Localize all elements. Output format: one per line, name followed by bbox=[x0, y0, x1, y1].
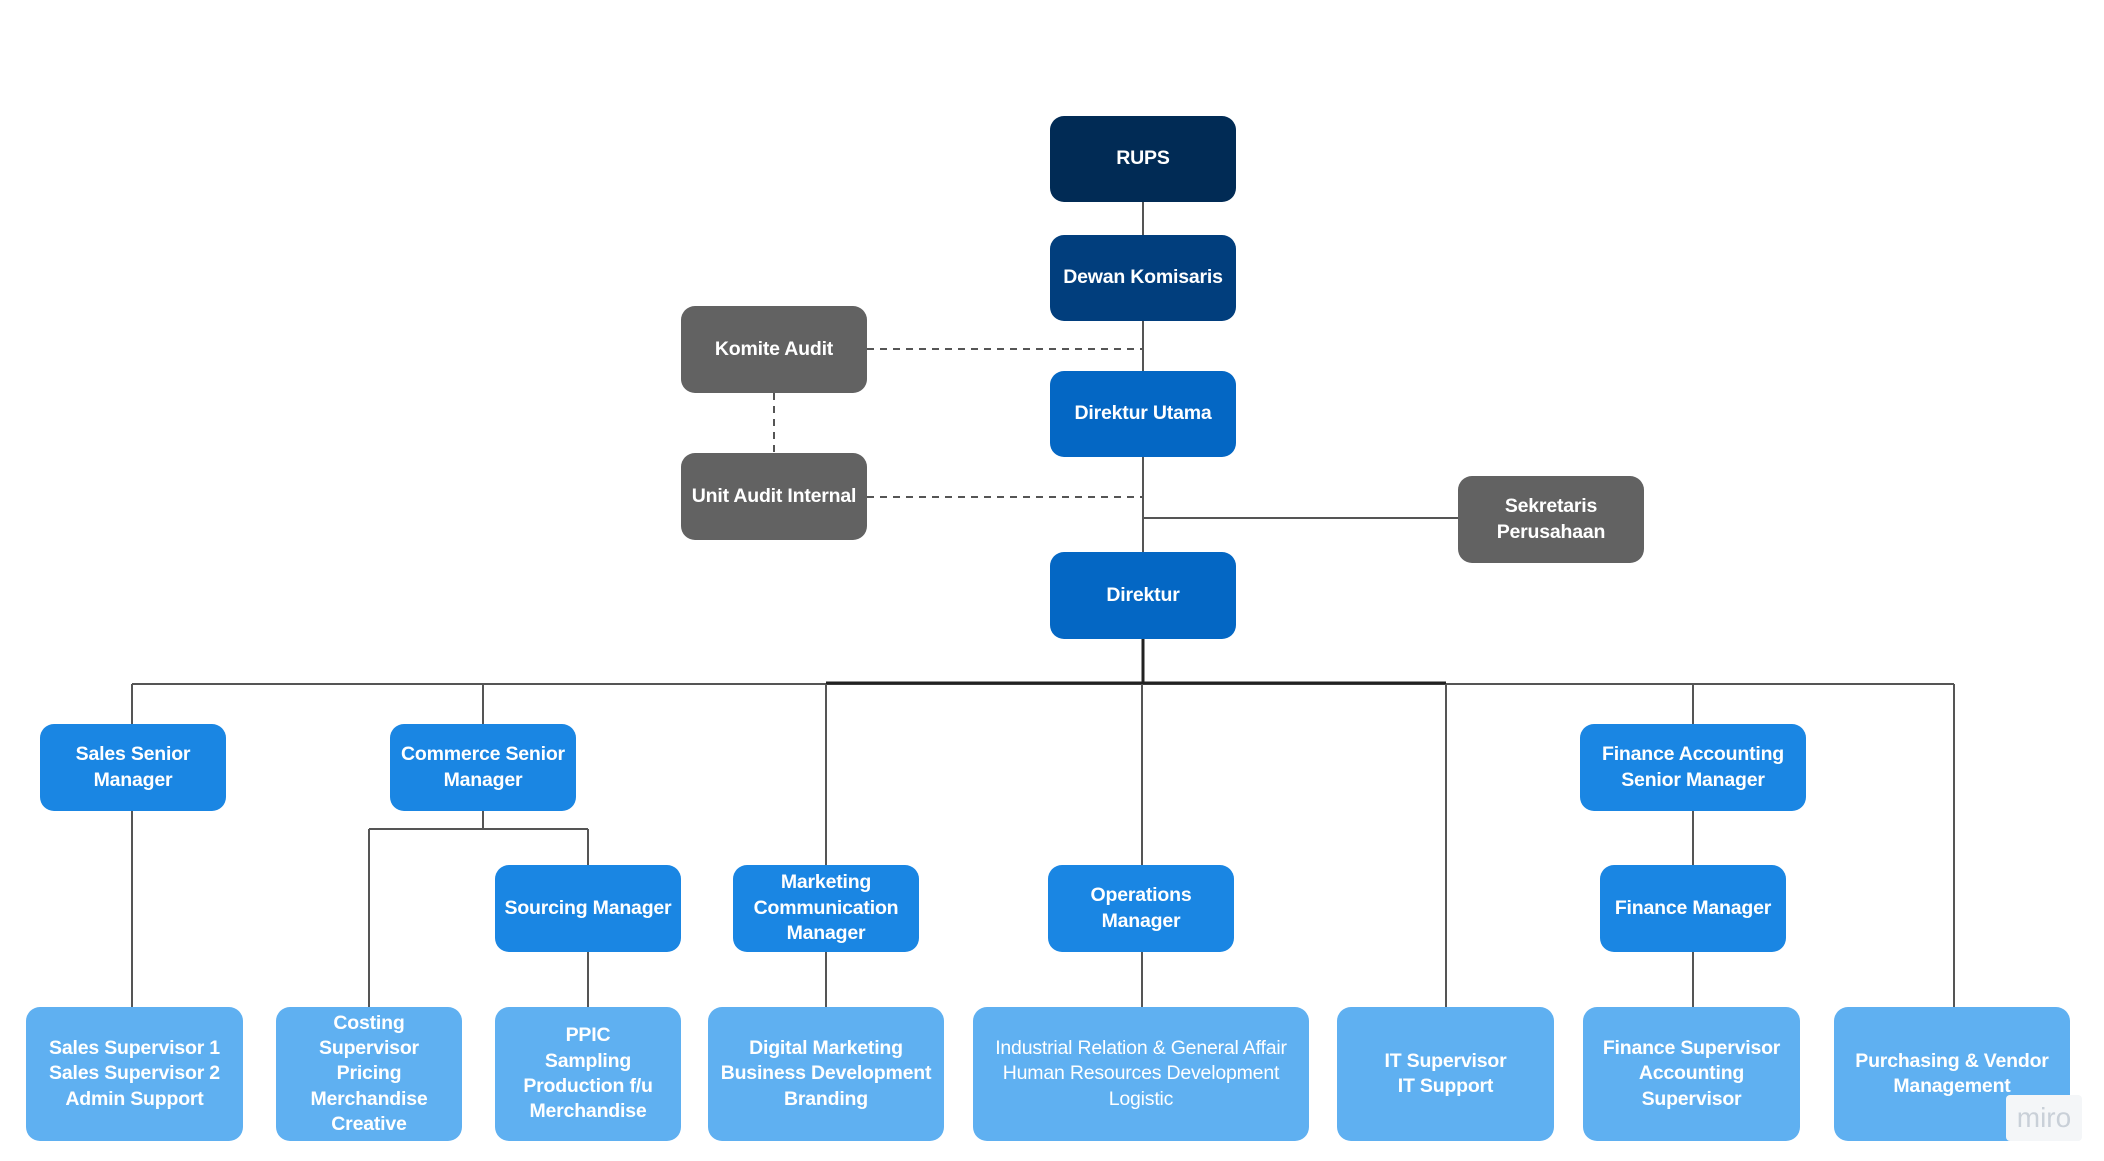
node-commerce-senior-manager[interactable]: Commerce Senior Manager bbox=[390, 724, 576, 811]
node-dewan-komisaris[interactable]: Dewan Komisaris bbox=[1050, 235, 1236, 321]
node-komite-audit[interactable]: Komite Audit bbox=[681, 306, 867, 393]
node-direktur[interactable]: Direktur bbox=[1050, 552, 1236, 639]
node-it-staff[interactable]: IT Supervisor IT Support bbox=[1337, 1007, 1554, 1141]
node-direktur-utama[interactable]: Direktur Utama bbox=[1050, 371, 1236, 457]
node-sales-senior-manager[interactable]: Sales Senior Manager bbox=[40, 724, 226, 811]
node-ppic-staff[interactable]: PPIC Sampling Production f/u Merchandise bbox=[495, 1007, 681, 1141]
node-operations-manager[interactable]: Operations Manager bbox=[1048, 865, 1234, 952]
node-industrial-relation-staff[interactable]: Industrial Relation & General Affair Hum… bbox=[973, 1007, 1309, 1141]
miro-watermark: miro bbox=[2006, 1095, 2082, 1141]
node-digital-marketing-staff[interactable]: Digital Marketing Business Development B… bbox=[708, 1007, 944, 1141]
node-sekretaris-perusahaan[interactable]: Sekretaris Perusahaan bbox=[1458, 476, 1644, 563]
node-sales-staff[interactable]: Sales Supervisor 1 Sales Supervisor 2 Ad… bbox=[26, 1007, 243, 1141]
node-unit-audit-internal[interactable]: Unit Audit Internal bbox=[681, 453, 867, 540]
node-rups[interactable]: RUPS bbox=[1050, 116, 1236, 202]
node-finance-accounting-senior-manager[interactable]: Finance Accounting Senior Manager bbox=[1580, 724, 1806, 811]
node-finance-manager[interactable]: Finance Manager bbox=[1600, 865, 1786, 952]
node-costing-staff[interactable]: Costing Supervisor Pricing Merchandise C… bbox=[276, 1007, 462, 1141]
node-marketing-communication-manager[interactable]: Marketing Communication Manager bbox=[733, 865, 919, 952]
node-sourcing-manager[interactable]: Sourcing Manager bbox=[495, 865, 681, 952]
node-finance-staff[interactable]: Finance Supervisor Accounting Supervisor bbox=[1583, 1007, 1800, 1141]
node-purchasing-vendor-staff[interactable]: Purchasing & Vendor Management bbox=[1834, 1007, 2070, 1141]
